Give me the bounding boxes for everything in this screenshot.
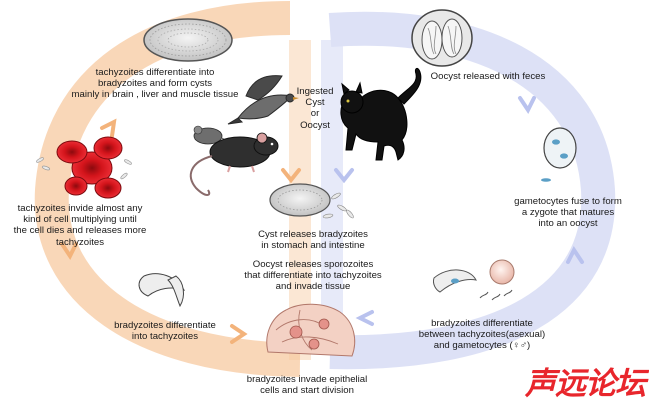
gametocyte-icon <box>433 259 515 301</box>
forum-watermark: 声远论坛 <box>525 366 646 402</box>
gametocyte-fusion-label: gametocytes fuse to form a zygote that m… <box>514 196 622 230</box>
rat-icon <box>189 132 279 196</box>
epithelial-invasion-label: bradyzoites invade epithelial cells and … <box>246 374 368 397</box>
gametocyte-differentiation-label: bradyzoites differentiate between tachyz… <box>418 318 546 352</box>
cyst-release-label: Cyst releases bradyzoites in stomach and… <box>258 229 368 252</box>
red-blood-cells-icon <box>36 136 132 199</box>
tissue-cyst-label: tachyzoites differentiate into bradyzoit… <box>71 67 239 101</box>
ingestion-label: Ingested Cyst or Oocyst <box>296 86 334 131</box>
cat-icon <box>340 67 422 161</box>
bradyzoite-to-tachyzoite-label: bradyzoites differentiate into tachyzoit… <box>114 320 216 343</box>
epithelial-cells-icon <box>266 303 356 357</box>
tachyzoite-invasion-label: tachyzoites invide almost any kind of ce… <box>13 203 147 248</box>
zygote-oocyst-icon <box>541 127 577 182</box>
bradyzoite-icon <box>138 273 186 308</box>
oocyst-icon <box>411 9 473 67</box>
cycle-direction-chevrons <box>60 96 584 344</box>
oocyst-feces-label: Oocyst released with feces <box>430 71 546 82</box>
bird-icon <box>227 75 299 125</box>
oocyst-release-label: Oocyst releases sporozoites that differe… <box>244 259 382 293</box>
tissue-cyst-icon <box>143 18 233 62</box>
released-cyst-icon <box>269 183 354 219</box>
